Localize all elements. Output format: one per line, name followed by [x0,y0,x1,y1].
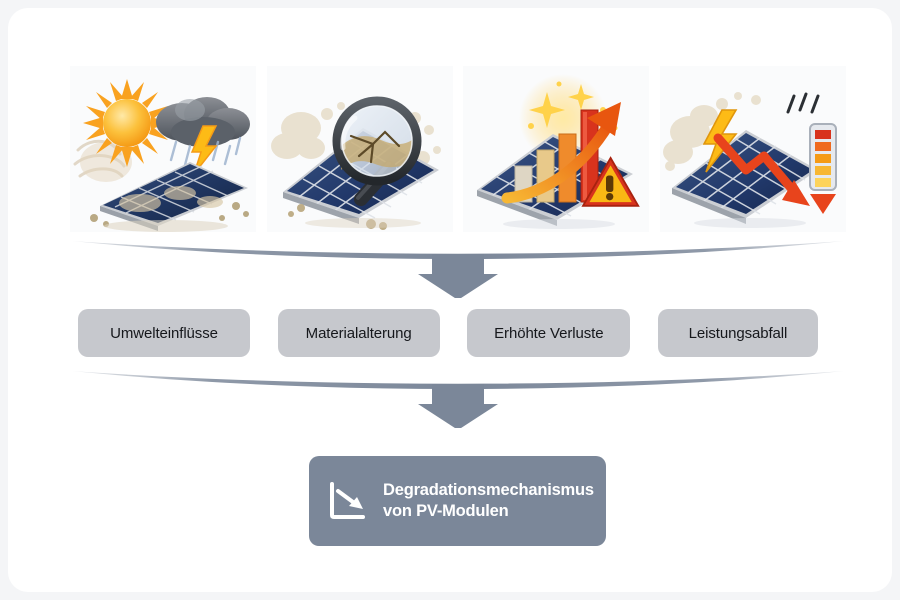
stage-pill-label: Umwelteinflüsse [110,324,218,342]
stage-pill-row: Umwelteinflüsse Materialalterung Erhöhte… [78,309,818,357]
declining-chart-icon [327,480,369,522]
stage-pill-label: Erhöhte Verluste [494,324,604,342]
environmental-influences-illustration [70,66,256,232]
increased-losses-illustration [463,66,650,232]
stage-pill-materialalterung[interactable]: Materialalterung [277,309,440,357]
stage-pill-leistungsabfall[interactable]: Leistungsabfall [657,309,818,357]
material-aging-illustration [266,66,453,232]
result-title-line2: von PV-Modulen [383,502,509,520]
result-title: Degradationsmechanismus von PV-Modulen [383,480,594,522]
connector-bottom [70,366,846,428]
stage-pill-label: Leistungsabfall [688,324,788,342]
diagram-card: Umwelteinflüsse Materialalterung Erhöhte… [8,8,892,592]
connector-top [70,236,846,298]
performance-drop-illustration [659,66,846,232]
result-box[interactable]: Degradationsmechanismus von PV-Modulen [309,456,606,546]
illustration-row [70,66,846,232]
stage-pill-umwelteinfluesse[interactable]: Umwelteinflüsse [78,309,250,357]
result-title-line1: Degradationsmechanismus [383,480,594,499]
stage-pill-erhoehte-verluste[interactable]: Erhöhte Verluste [467,309,631,357]
stage-pill-label: Materialalterung [305,324,412,342]
